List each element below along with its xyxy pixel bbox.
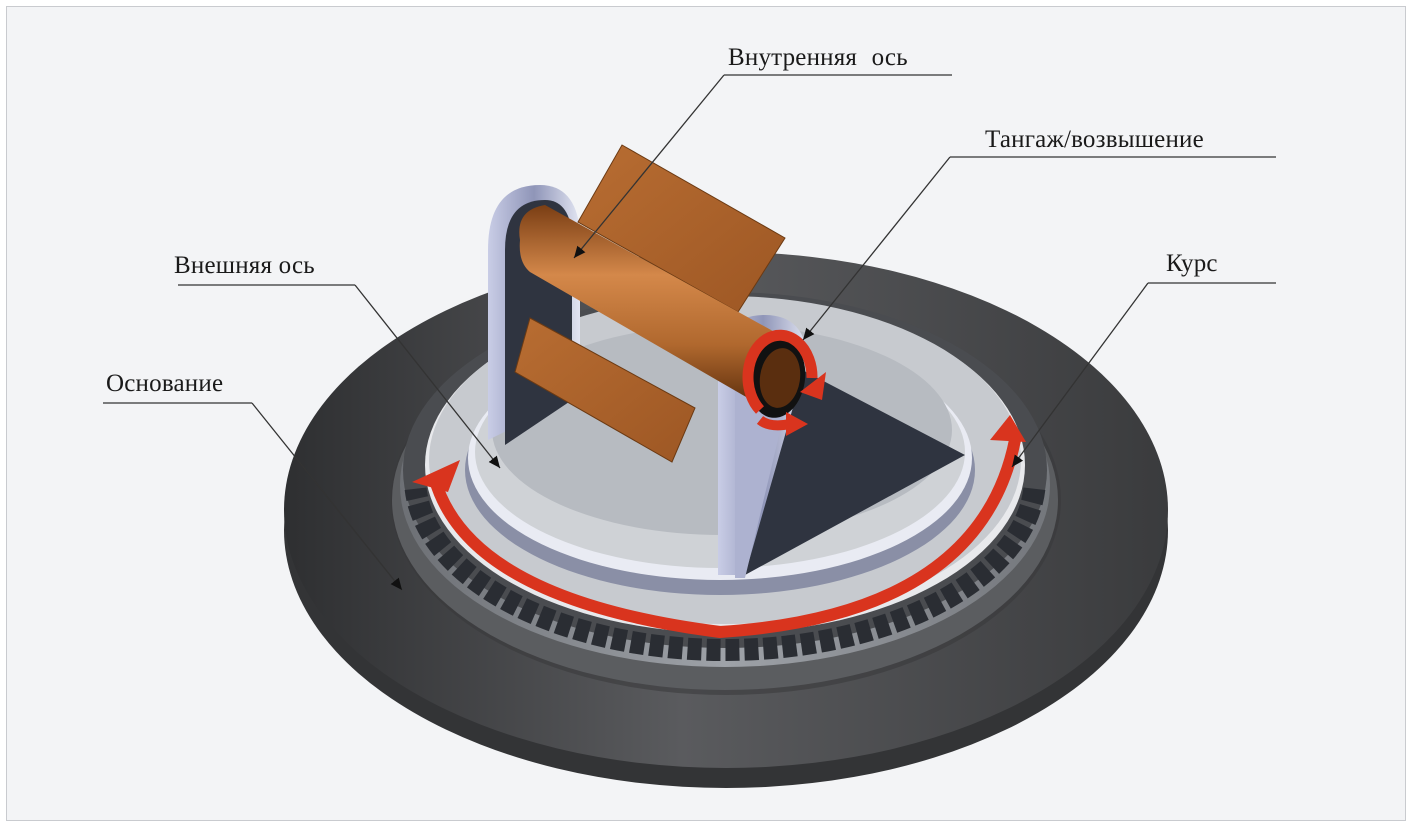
leader-pitch bbox=[802, 156, 951, 341]
heading-rotation-arrow bbox=[412, 415, 1026, 639]
leader-lines bbox=[103, 74, 1276, 591]
label-pitch: Тангаж/возвышение bbox=[985, 126, 1204, 153]
encoder-teeth bbox=[404, 487, 1046, 662]
leader-inner-axis bbox=[573, 74, 725, 259]
label-outer-axis: Внешняя ось bbox=[174, 252, 315, 279]
label-inner-axis: Внутренняя ось bbox=[728, 44, 908, 71]
label-heading: Курс bbox=[1166, 250, 1218, 277]
pitch-rotation-arrow bbox=[742, 329, 826, 436]
leader-heading bbox=[1011, 282, 1149, 468]
leader-base bbox=[251, 402, 403, 591]
leader-outer-axis bbox=[354, 284, 501, 469]
label-base: Основание bbox=[106, 370, 224, 397]
